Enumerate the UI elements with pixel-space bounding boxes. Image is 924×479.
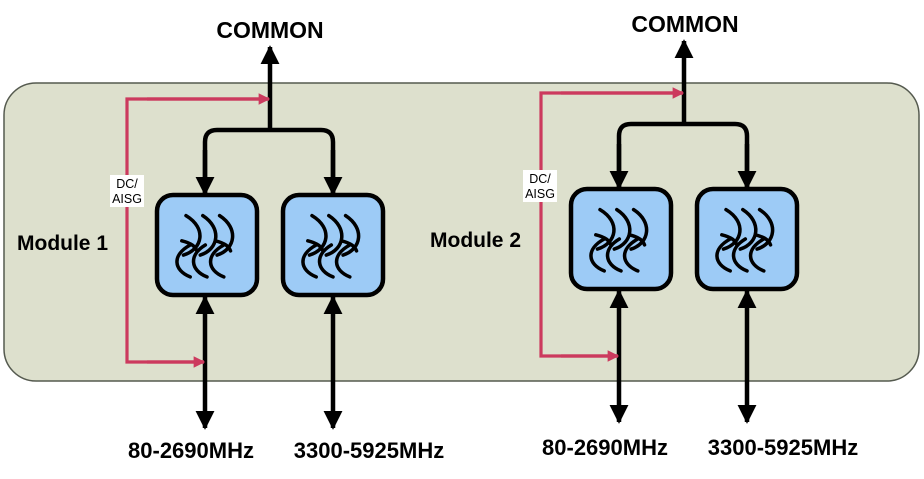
dc-aisg-label: DC/AISG <box>523 170 557 202</box>
filter-block-1 <box>568 186 674 292</box>
module-2: COMMON 80-2690MHz 3300-5925MHz DC/AISG Modul… <box>430 11 858 460</box>
band-port-label: 80-2690MHz <box>542 435 668 460</box>
dc-aisg-label: DC/AISG <box>110 175 144 207</box>
band-port-label: 80-2690MHz <box>128 438 254 463</box>
filter-block-2 <box>280 192 386 298</box>
dc-aisg-label-bg <box>523 170 557 202</box>
dc-aisg-label-line1: DC/ <box>529 172 551 186</box>
dc-aisg-label-line2: AISG <box>112 192 142 206</box>
dc-aisg-label-line1: DC/ <box>116 177 138 191</box>
module-name-label: Module 1 <box>17 232 108 255</box>
module-name-label: Module 2 <box>430 229 521 252</box>
module-1: COMMON 80-2690MHz 3300-5925MHz DC/AISG Modul… <box>17 17 444 463</box>
band-port-label: 3300-5925MHz <box>708 435 858 460</box>
band-port-label: 3300-5925MHz <box>294 438 444 463</box>
common-port-label: COMMON <box>216 17 323 43</box>
dc-aisg-label-line2: AISG <box>525 187 555 201</box>
splitter-bus <box>202 127 336 193</box>
splitter-bus <box>616 121 750 187</box>
dc-aisg-label-bg <box>110 175 144 207</box>
enclosure-panel <box>3 82 920 382</box>
common-port-label: COMMON <box>631 11 738 37</box>
filter-block-1 <box>154 192 260 298</box>
filter-block-2 <box>694 186 800 292</box>
